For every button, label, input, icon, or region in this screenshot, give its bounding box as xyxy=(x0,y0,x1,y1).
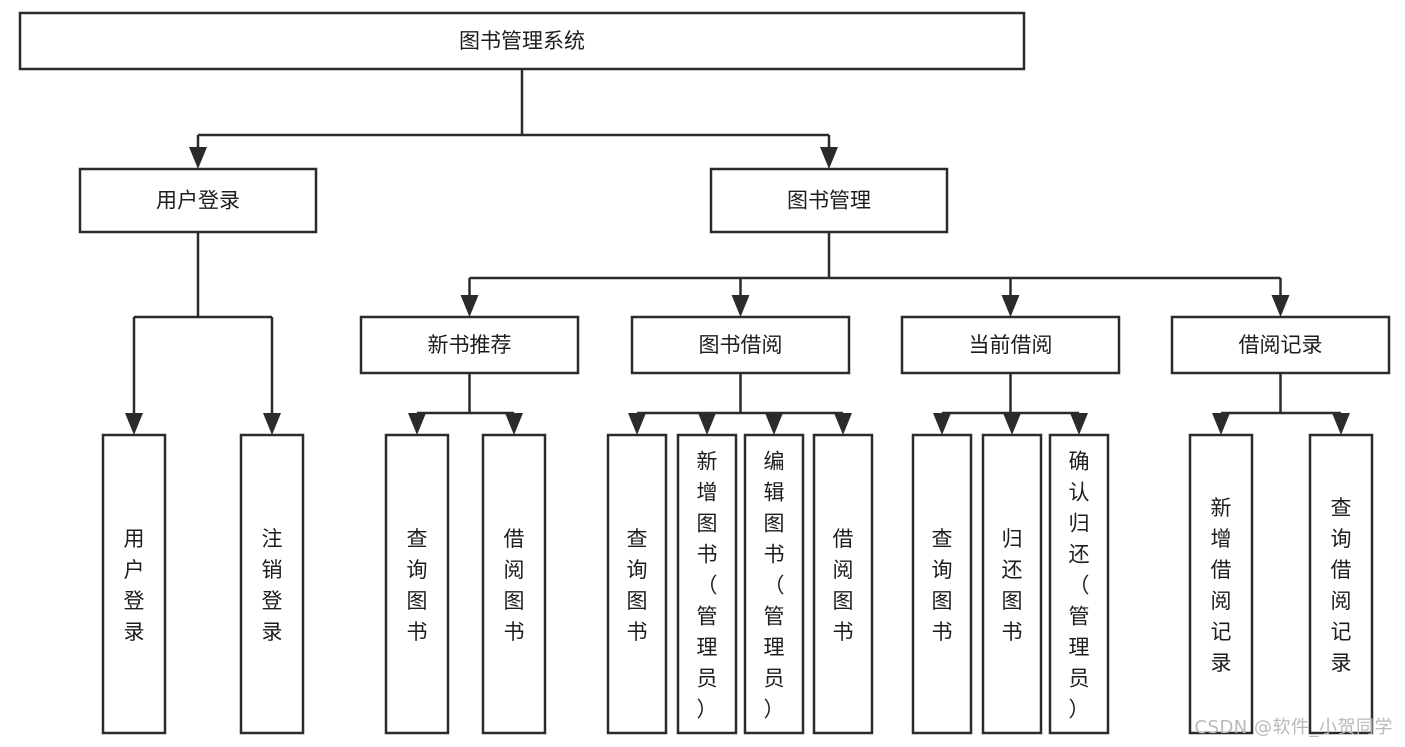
arrow-head-icon xyxy=(1332,413,1350,435)
node-box xyxy=(1188,433,1254,735)
node-确认归还管理员[interactable]: 确认归还（管理员） xyxy=(1048,433,1110,735)
node-编辑图书管理员[interactable]: 编辑图书（管理员） xyxy=(743,433,805,735)
node-box xyxy=(1048,433,1110,735)
node-box xyxy=(18,11,1026,71)
node-当前借阅[interactable]: 当前借阅 xyxy=(900,315,1121,375)
node-图书管理[interactable]: 图书管理 xyxy=(709,167,949,234)
node-box xyxy=(981,433,1043,735)
node-图书管理系统[interactable]: 图书管理系统 xyxy=(18,11,1026,71)
node-box xyxy=(1170,315,1391,375)
node-label: 图书借阅 xyxy=(699,333,783,357)
node-label: 借阅记录 xyxy=(1239,333,1323,357)
node-查询图书[interactable]: 查询图书 xyxy=(384,433,450,735)
node-label: 借阅图书 xyxy=(504,527,525,644)
arrow-head-icon xyxy=(189,147,207,169)
arrow-head-icon xyxy=(698,413,716,435)
node-label: 当前借阅 xyxy=(969,333,1053,357)
node-box xyxy=(606,433,668,735)
watermark-label: CSDN @软件_小贺同学 xyxy=(1194,717,1393,738)
node-label: 新书推荐 xyxy=(428,333,512,357)
node-用户登录[interactable]: 用户登录 xyxy=(78,167,318,234)
arrow-head-icon xyxy=(1212,413,1230,435)
node-box xyxy=(1308,433,1374,735)
node-box xyxy=(101,433,167,735)
arrow-head-icon xyxy=(820,147,838,169)
node-box xyxy=(743,433,805,735)
node-box xyxy=(900,315,1121,375)
arrow-head-icon xyxy=(765,413,783,435)
node-查询借阅记录[interactable]: 查询借阅记录 xyxy=(1308,433,1374,735)
node-借阅记录[interactable]: 借阅记录 xyxy=(1170,315,1391,375)
node-label: 注销登录 xyxy=(262,527,283,644)
arrow-head-icon xyxy=(628,413,646,435)
node-查询图书[interactable]: 查询图书 xyxy=(606,433,668,735)
node-label: 用户登录 xyxy=(156,189,240,213)
node-box xyxy=(630,315,851,375)
node-新增图书管理员[interactable]: 新增图书（管理员） xyxy=(676,433,738,735)
node-label: 图书管理 xyxy=(787,189,871,213)
node-借阅图书[interactable]: 借阅图书 xyxy=(812,433,874,735)
node-box xyxy=(709,167,949,234)
node-新书推荐[interactable]: 新书推荐 xyxy=(359,315,580,375)
node-新增借阅记录[interactable]: 新增借阅记录 xyxy=(1188,433,1254,735)
node-label: 归还图书 xyxy=(1002,527,1023,644)
connector-layer xyxy=(125,69,1350,435)
node-label: 查询借阅记录 xyxy=(1331,496,1352,675)
arrow-head-icon xyxy=(505,413,523,435)
arrow-head-icon xyxy=(834,413,852,435)
arrow-head-icon xyxy=(1271,295,1290,317)
node-label: 确认归还（管理员） xyxy=(1069,450,1090,722)
node-box xyxy=(359,315,580,375)
node-label: 查询图书 xyxy=(407,527,428,644)
arrow-head-icon xyxy=(1001,295,1020,317)
node-layer: 图书管理系统用户登录用户登录注销登录图书管理新书推荐查询图书借阅图书图书借阅查询… xyxy=(18,11,1391,735)
node-box xyxy=(239,433,305,735)
node-label: 用户登录 xyxy=(124,527,145,644)
arrow-head-icon xyxy=(460,295,479,317)
node-借阅图书[interactable]: 借阅图书 xyxy=(481,433,547,735)
node-label: 编辑图书（管理员） xyxy=(764,450,785,722)
node-图书借阅[interactable]: 图书借阅 xyxy=(630,315,851,375)
node-label: 图书管理系统 xyxy=(459,29,585,53)
node-box xyxy=(911,433,973,735)
arrow-head-icon xyxy=(263,413,281,435)
node-box xyxy=(676,433,738,735)
node-label: 新增图书（管理员） xyxy=(697,450,718,722)
node-label: 借阅图书 xyxy=(833,527,854,644)
node-label: 新增借阅记录 xyxy=(1211,496,1232,675)
node-用户登录[interactable]: 用户登录 xyxy=(101,433,167,735)
node-label: 查询图书 xyxy=(627,527,648,644)
arrow-head-icon xyxy=(125,413,143,435)
node-box xyxy=(384,433,450,735)
arrow-head-icon xyxy=(933,413,951,435)
arrow-head-icon xyxy=(408,413,426,435)
node-查询图书[interactable]: 查询图书 xyxy=(911,433,973,735)
node-box xyxy=(812,433,874,735)
node-注销登录[interactable]: 注销登录 xyxy=(239,433,305,735)
node-box xyxy=(78,167,318,234)
arrow-head-icon xyxy=(731,295,750,317)
node-box xyxy=(481,433,547,735)
node-归还图书[interactable]: 归还图书 xyxy=(981,433,1043,735)
arrow-head-icon xyxy=(1003,413,1021,435)
node-label: 查询图书 xyxy=(932,527,953,644)
arrow-head-icon xyxy=(1070,413,1088,435)
